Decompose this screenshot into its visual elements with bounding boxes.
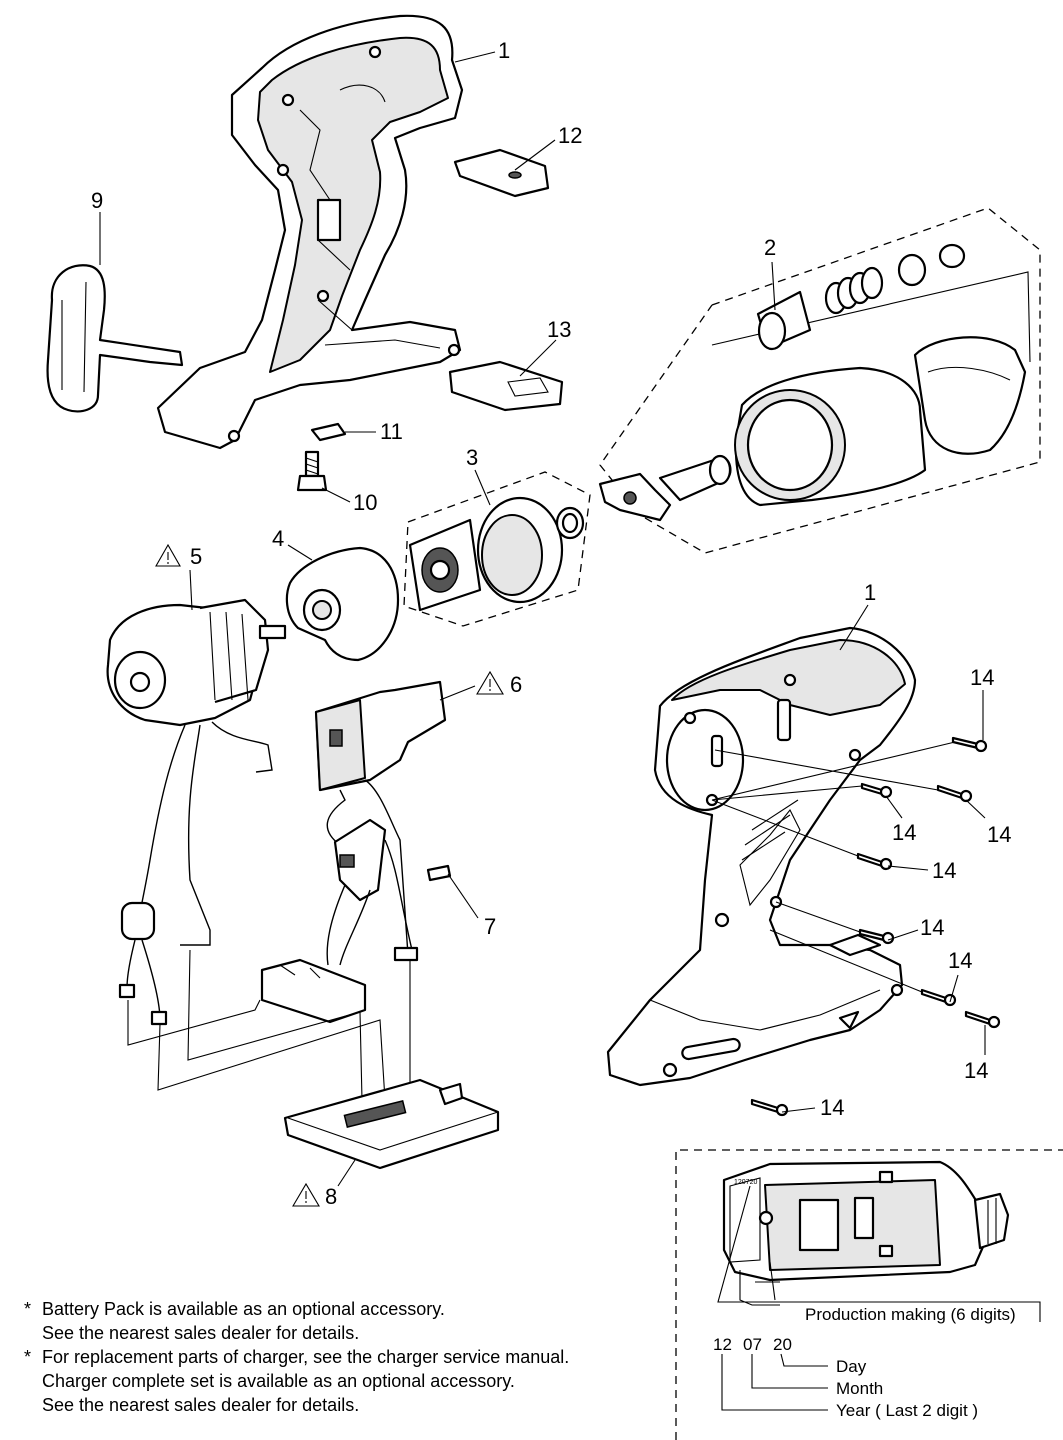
callout-6: 6 (510, 672, 522, 697)
part-3-hammer-assembly (403, 471, 591, 627)
callout-3: 3 (466, 445, 478, 470)
callout-14: 14 (820, 1095, 844, 1120)
screw-14-g (964, 1010, 1001, 1029)
inset-code-year: 12 (713, 1335, 732, 1354)
warning-triangle-6 (476, 670, 504, 695)
callout-1-right: 1 (864, 580, 876, 605)
part-12-clip (453, 148, 550, 198)
callout-7: 7 (484, 914, 496, 939)
callout-14: 14 (892, 820, 916, 845)
callout-9: 9 (91, 188, 103, 213)
callout-11: 11 (380, 419, 403, 444)
callout-4: 4 (272, 526, 284, 551)
part-10-screw (296, 450, 328, 492)
part-9-hook (46, 264, 184, 413)
inset-legend-day: Day (836, 1357, 867, 1376)
footnote-marker: * (24, 1299, 32, 1319)
callout-12: 12 (558, 123, 582, 148)
callout-14: 14 (948, 948, 972, 973)
part-11-nut (310, 422, 347, 442)
inset-code-day: 20 (773, 1335, 792, 1354)
callout-10: 10 (353, 490, 377, 515)
leader-lines (99, 51, 986, 1187)
screw-14-b (860, 782, 893, 799)
warning-triangle-5 (155, 543, 181, 567)
footnote-battery: * Battery Pack is available as an option… (24, 1297, 664, 1345)
part-4-gear-case (285, 546, 400, 662)
part-6-switch (314, 680, 452, 966)
inset-code-month: 07 (743, 1335, 762, 1354)
footnote-line: Battery Pack is available as an optional… (42, 1299, 445, 1319)
callout-14: 14 (970, 665, 994, 690)
callout-2: 2 (764, 235, 776, 260)
warning-triangle-8 (292, 1182, 320, 1207)
footnote-marker: * (24, 1347, 32, 1367)
callout-14: 14 (932, 858, 956, 883)
footnote-line: See the nearest sales dealer for details… (42, 1395, 360, 1415)
footnote-line: See the nearest sales dealer for details… (42, 1323, 360, 1343)
callout-13: 13 (547, 317, 571, 342)
screw-14-f (920, 988, 957, 1007)
terminal-block (260, 958, 367, 1024)
screw-14-a (951, 736, 988, 753)
footnote-line: For replacement parts of charger, see th… (42, 1347, 570, 1367)
callout-5: 5 (190, 544, 202, 569)
part-1-housing-left-half (156, 14, 464, 450)
screw-14-group (711, 736, 1001, 1117)
screw-14-d (856, 852, 893, 871)
part-13-plate (448, 360, 564, 412)
part-1-assembled-tool (606, 626, 917, 1087)
production-marking-inset: 120720 Production making (6 digits) 12 0… (675, 1149, 1063, 1440)
wire-routing-lines (127, 949, 411, 1101)
inset-label-code: 120720 (734, 1179, 757, 1186)
callout-14: 14 (964, 1058, 988, 1083)
part-5-motor (106, 598, 287, 1026)
footnotes: * Battery Pack is available as an option… (24, 1297, 664, 1417)
inset-legend-year: Year ( Last 2 digit ) (836, 1401, 978, 1420)
callout-14: 14 (920, 915, 944, 940)
part-8-controller (283, 1078, 500, 1170)
inset-legend-month: Month (836, 1379, 883, 1398)
callout-1-top: 1 (498, 38, 510, 63)
footnote-charger: * For replacement parts of charger, see … (24, 1345, 664, 1417)
callout-8: 8 (325, 1184, 337, 1209)
callout-14: 14 (987, 822, 1011, 847)
part-2-front-assembly-box (598, 207, 1041, 554)
inset-production-caption: Production making (6 digits) (805, 1305, 1016, 1324)
screw-14-h (750, 1098, 789, 1117)
screw-14-c (936, 784, 973, 803)
footnote-line: Charger complete set is available as an … (42, 1371, 515, 1391)
